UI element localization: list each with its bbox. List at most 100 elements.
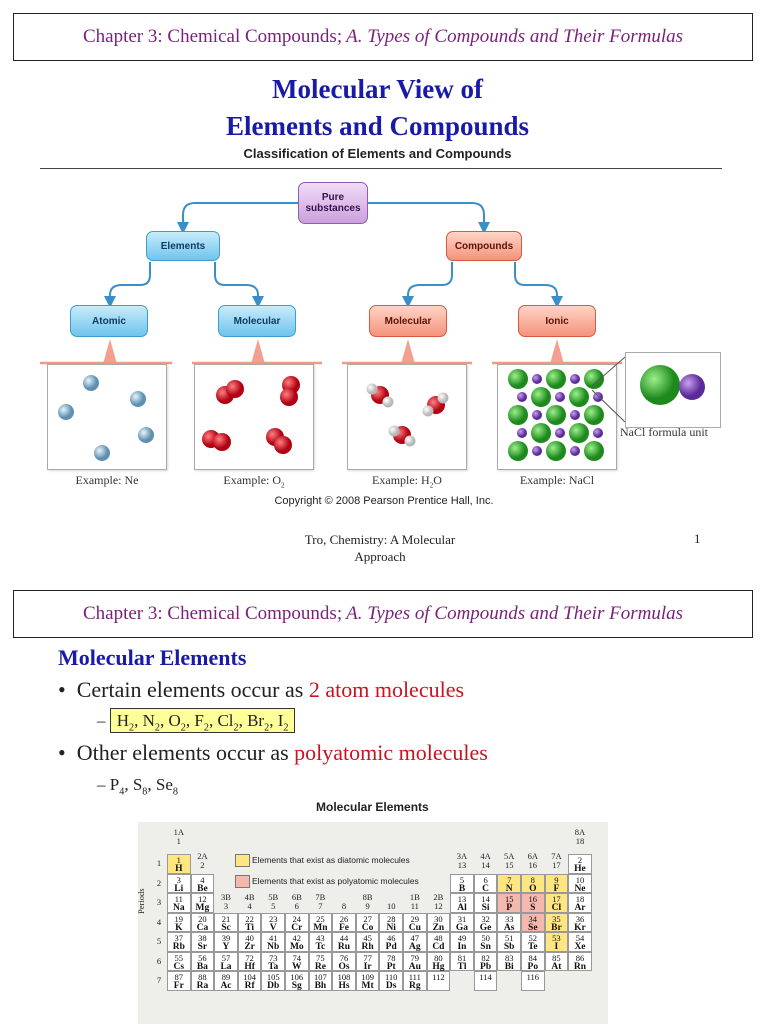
oxygen-molecules-image bbox=[202, 376, 300, 454]
atomic-number: 110 bbox=[384, 972, 398, 982]
chloride-ion bbox=[531, 387, 551, 407]
chloride-ion bbox=[569, 387, 589, 407]
formula-symbol: S bbox=[132, 775, 143, 794]
atomic-number: 9 bbox=[554, 874, 559, 885]
sodium-ion bbox=[593, 392, 603, 402]
element-symbol: Cl bbox=[551, 903, 562, 913]
group-label-number: 7 bbox=[318, 901, 323, 911]
period-number: 2 bbox=[156, 877, 162, 888]
chloride-ion bbox=[546, 405, 566, 425]
element-symbol: Hf bbox=[244, 961, 255, 972]
group-label-number: 14 bbox=[481, 860, 490, 870]
element-symbol: Ac bbox=[220, 981, 232, 991]
element-symbol: Br bbox=[551, 922, 562, 933]
element-symbol: Mn bbox=[313, 922, 328, 933]
element-cell: 116 bbox=[521, 971, 545, 991]
slide1-header-main: Chapter 3: Chemical Compounds; bbox=[82, 26, 343, 47]
formula-symbol: N bbox=[142, 711, 155, 730]
example-ne-caption: Example: Ne bbox=[75, 473, 139, 487]
group-label-letter: 7A bbox=[551, 851, 562, 861]
atomic-number: 77 bbox=[363, 952, 372, 963]
diatomic-list-line: – H2, N2, O2, F2, Cl2, Br2, I2 bbox=[97, 708, 296, 734]
atomic-number: 57 bbox=[221, 952, 231, 963]
period-number: 7 bbox=[156, 975, 162, 985]
sodium-ion bbox=[593, 428, 603, 438]
atomic-number: 26 bbox=[339, 913, 349, 924]
element-symbol: Tl bbox=[457, 961, 467, 972]
group-label-number: 12 bbox=[434, 901, 443, 911]
section-title: Molecular Elements bbox=[58, 645, 247, 670]
group-label-letter: 3A bbox=[456, 851, 468, 861]
atomic-number: 25 bbox=[316, 913, 325, 924]
atomic-number: 5 bbox=[459, 874, 465, 885]
chloride-ion bbox=[584, 441, 604, 461]
group-label-number: 3 bbox=[223, 901, 229, 911]
element-cell: 112 bbox=[426, 971, 451, 991]
slide1-header-italic: A. Types of Compounds and Their Formulas bbox=[346, 26, 684, 47]
node-pure-substances: Pure substances bbox=[298, 182, 368, 224]
sodium-ion bbox=[517, 428, 527, 438]
atomic-number: 53 bbox=[552, 933, 561, 943]
atomic-number: 80 bbox=[434, 952, 443, 963]
element-symbol: Ta bbox=[268, 961, 279, 972]
slide1-header: Chapter 3: Chemical Compounds; A. Types … bbox=[13, 13, 753, 61]
period-number: 5 bbox=[156, 936, 162, 946]
period-number: 6 bbox=[156, 955, 162, 966]
group-label-letter: 2A bbox=[197, 851, 208, 861]
atomic-number: 89 bbox=[221, 972, 231, 982]
group-label-letter: 1A bbox=[173, 827, 184, 837]
atomic-number: 11 bbox=[174, 894, 183, 904]
element-symbol: As bbox=[503, 922, 515, 933]
group-label-letter: 4A bbox=[480, 851, 491, 861]
element-symbol: Ne bbox=[574, 883, 586, 894]
atomic-number: 13 bbox=[457, 894, 467, 904]
element-symbol: S bbox=[530, 903, 536, 913]
legend-polyatomic-swatch bbox=[235, 875, 250, 888]
atomic-number: 49 bbox=[457, 933, 467, 943]
chloride-ion bbox=[508, 441, 528, 461]
atomic-number: 73 bbox=[268, 952, 278, 963]
atomic-number: 109 bbox=[361, 972, 374, 982]
atomic-ne-panel bbox=[47, 364, 167, 470]
group-label-number: 2 bbox=[200, 860, 205, 870]
neon-atoms-image bbox=[58, 375, 154, 461]
atomic-number: 3 bbox=[176, 874, 181, 885]
element-symbol: Ni bbox=[386, 922, 396, 933]
sodium-ion bbox=[517, 392, 527, 402]
atomic-number: 105 bbox=[266, 972, 280, 982]
periods-axis-label: Periods bbox=[136, 888, 146, 915]
formula-subscript: 2 bbox=[180, 722, 186, 734]
atomic-number: 37 bbox=[174, 933, 184, 943]
atomic-number: 85 bbox=[552, 952, 561, 963]
slide2-header: Chapter 3: Chemical Compounds; A. Types … bbox=[13, 590, 753, 638]
atomic-number: 84 bbox=[528, 952, 538, 963]
element-symbol: Sr bbox=[197, 942, 208, 952]
element-symbol: Pb bbox=[480, 961, 492, 972]
bullet1-highlight: 2 atom molecules bbox=[308, 677, 465, 702]
atomic-number: 76 bbox=[339, 952, 349, 963]
atomic-number: 43 bbox=[316, 933, 325, 943]
element-symbol: O bbox=[529, 883, 537, 894]
